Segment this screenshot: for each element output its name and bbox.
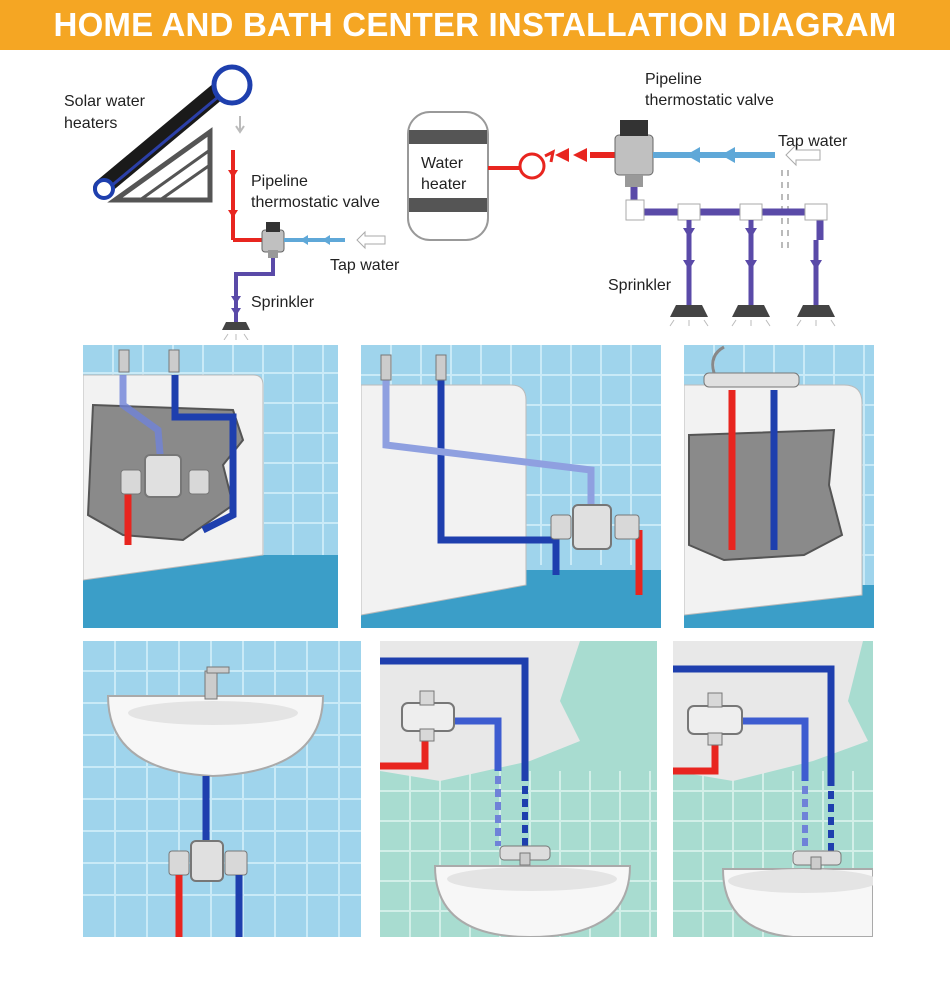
sink-icon — [433, 865, 632, 937]
hot-pipe — [380, 736, 429, 770]
right-sprinkler-label: Sprinkler — [608, 277, 672, 294]
left-sprinkler-label: Sprinkler — [251, 294, 315, 311]
sink-icon — [721, 868, 873, 937]
cold-pipe — [437, 380, 560, 575]
mixed-pipe — [234, 258, 275, 322]
thermostatic-valve-icon-right — [614, 120, 654, 187]
heater-label-2: heater — [421, 176, 467, 193]
bathtub-install-2 — [361, 345, 661, 628]
hot-pipe — [673, 741, 719, 775]
mixed-pipe — [119, 375, 165, 466]
sink-install-1 — [83, 641, 361, 937]
faucet-icon — [204, 666, 230, 700]
mixed-pipe-right — [630, 187, 824, 240]
mixed-pipe — [450, 717, 502, 771]
cold-pipe — [380, 657, 529, 781]
title-banner: HOME AND BATH CENTER INSTALLATION DIAGRA… — [0, 0, 950, 50]
right-valve-label-2: thermostatic valve — [645, 92, 774, 109]
right-valve-label-1: Pipeline — [645, 71, 702, 88]
mixed-pipe — [743, 717, 809, 781]
valve-icon — [190, 840, 224, 882]
solar-label-1: Solar water — [64, 93, 146, 110]
sprinkler-icon-right-1 — [669, 305, 709, 327]
sink-icon — [106, 695, 325, 778]
valve-icon — [144, 454, 182, 498]
faucet-icon — [380, 354, 447, 381]
left-valve-label-2: thermostatic valve — [251, 194, 380, 211]
heater-label-1: Water — [421, 155, 464, 172]
installation-schematic: Solar water heaters Pipeline thermostati… — [64, 64, 848, 340]
cold-pipe — [171, 375, 237, 534]
page-title: HOME AND BATH CENTER INSTALLATION DIAGRA… — [53, 6, 897, 43]
cold-pipe — [673, 665, 835, 786]
right-tap-label: Tap water — [778, 133, 848, 150]
mixed-pipe — [382, 380, 595, 515]
bathtub-install-3 — [684, 345, 874, 628]
sprinkler-icon-right-3 — [796, 305, 836, 327]
thermostatic-valve-icon — [261, 222, 285, 258]
faucet-icon — [792, 850, 842, 870]
solar-water-heater-icon — [93, 64, 253, 203]
left-tap-label: Tap water — [330, 257, 400, 274]
water-heater-icon — [407, 111, 489, 241]
sprinkler-icon-right-2 — [731, 305, 771, 327]
bathtub-install-1 — [83, 345, 338, 628]
valve-icon — [687, 705, 743, 735]
sink-install-3 — [673, 641, 873, 937]
valve-icon — [572, 504, 612, 550]
sprinkler-icon — [222, 322, 250, 340]
shower-icon — [703, 345, 800, 388]
valve-icon — [401, 702, 455, 732]
faucet-icon — [499, 845, 551, 866]
faucet-icon — [118, 349, 180, 373]
left-valve-label-1: Pipeline — [251, 173, 308, 190]
sink-install-2 — [380, 641, 657, 937]
solar-label-2: heaters — [64, 115, 117, 132]
